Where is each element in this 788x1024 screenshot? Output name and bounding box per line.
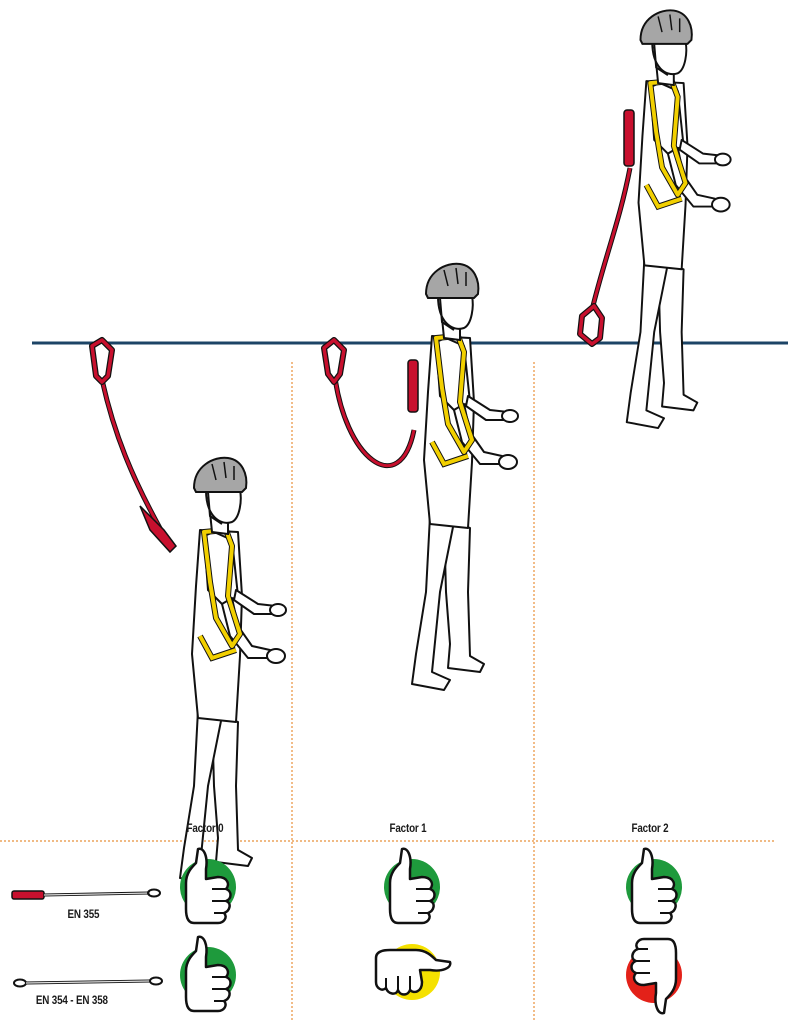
thumb-up-icon [384,847,440,925]
standard-label-en355: EN 355 [67,907,100,921]
thumb-up-icon [180,847,236,925]
thumb-up-icon [180,935,236,1013]
thumb-down-icon [626,937,682,1015]
thumb-up-icon [626,847,682,925]
column-label-factor-2: Factor 2 [631,821,669,835]
column-dividers [0,362,775,1020]
worker-factor-0 [89,337,286,884]
worker-factor-2 [577,10,731,428]
column-label-factor-1: Factor 1 [389,821,427,835]
standard-label-en354-en358: EN 354 - EN 358 [35,993,108,1007]
thumb-sideways-icon [374,944,452,1000]
simple-lanyard-icon [13,976,163,988]
worker-factor-1 [321,264,518,690]
energy-absorber-lanyard-icon [11,888,161,900]
column-label-factor-0: Factor 0 [186,821,224,835]
